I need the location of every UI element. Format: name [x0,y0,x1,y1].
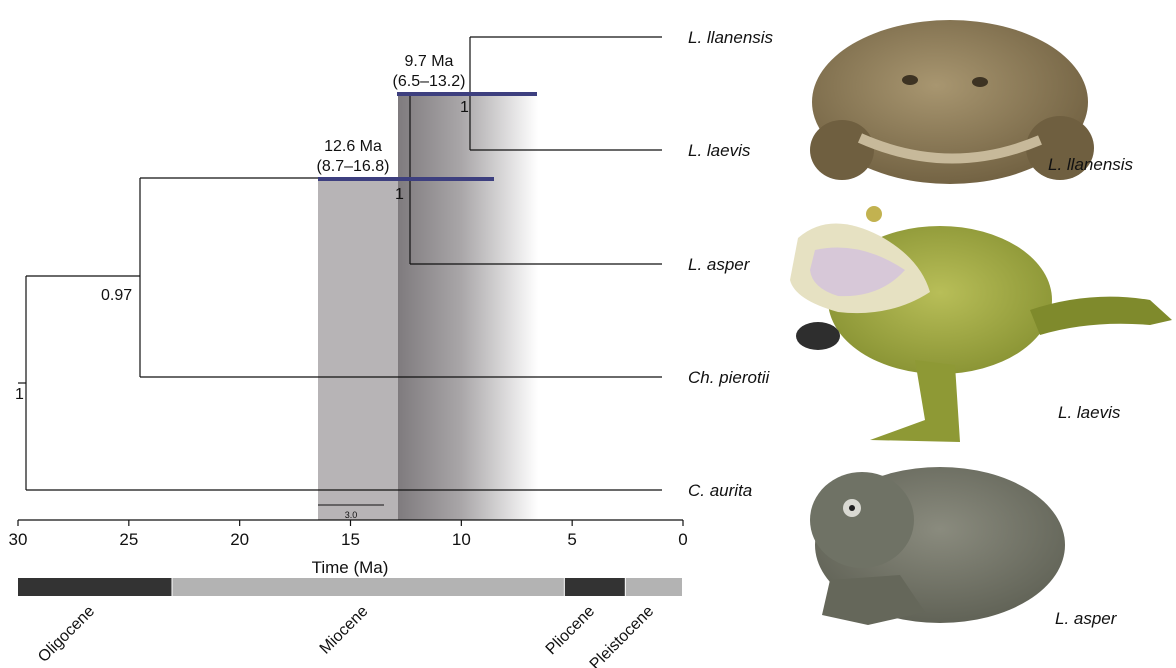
frog-laevis-shadow [796,322,840,350]
epoch-label-pliocene: Pliocene [543,603,598,658]
node-age-97-interval: (6.5–13.2) [393,73,466,90]
epoch-segment-miocene [173,578,564,596]
time-axis-tick-label: 30 [9,530,28,549]
node-age-shade-inner [398,95,538,520]
epoch-bar: Oligocene Miocene PliocenePleistocene [18,578,682,668]
scale-bar-label: 3.0 [345,510,358,520]
epoch-segment-oligocene [18,578,172,596]
time-axis: Time (Ma) 30 25 20 15 10 5 0 [9,520,688,577]
node-age-126-interval: (8.7–16.8) [317,158,390,175]
node-support-lepidobatrachus: 1 [395,186,404,203]
time-axis-tick-label: 10 [452,530,471,549]
taxon-label-l-laevis: L. laevis [688,141,751,160]
hpd-bar-node-97 [397,92,537,96]
epoch-segment-pliocene [565,578,625,596]
frog-asper-pupil [849,505,855,511]
time-axis-tick-label: 5 [567,530,576,549]
node-support-llanensis-laevis: 1 [460,99,469,116]
frog-llanensis-leg-left [810,120,874,180]
time-axis-tick-label: 15 [341,530,360,549]
node-support-ceratophryinae: 0.97 [101,287,132,304]
frog-asper-head [810,472,914,568]
frog-laevis-eye [866,206,882,222]
time-axis-tick-label: 20 [230,530,249,549]
time-axis-tick-label: 25 [119,530,138,549]
node-age-126-label: 12.6 Ma [324,138,382,155]
photo-l-asper [810,467,1065,625]
epoch-segment-pleistocene [626,578,682,596]
taxon-label-ch-pierotii: Ch. pierotii [688,368,770,387]
taxon-label-l-llanensis: L. llanensis [688,28,774,47]
time-axis-title: Time (Ma) [312,558,389,577]
photo-caption-l-asper: L. asper [1055,609,1118,628]
epoch-label-pleistocene: Pleistocene [587,603,658,668]
node-support-root: 1 [15,386,24,403]
taxon-label-c-aurita: C. aurita [688,481,752,500]
node-age-97-label: 9.7 Ma [405,53,454,70]
photo-caption-l-laevis: L. laevis [1058,403,1121,422]
time-axis-tick-label: 0 [678,530,687,549]
hpd-bar-node-126 [318,177,494,181]
epoch-label-oligocene: Oligocene [35,603,98,666]
frog-llanensis-eye-right [972,77,988,87]
node-age-shade-outer [318,180,398,520]
epoch-label-miocene: Miocene [317,603,372,658]
photo-caption-l-llanensis: L. llanensis [1048,155,1134,174]
frog-laevis-leg-front [870,360,960,442]
frog-llanensis-eye-left [902,75,918,85]
taxon-label-l-asper: L. asper [688,255,751,274]
